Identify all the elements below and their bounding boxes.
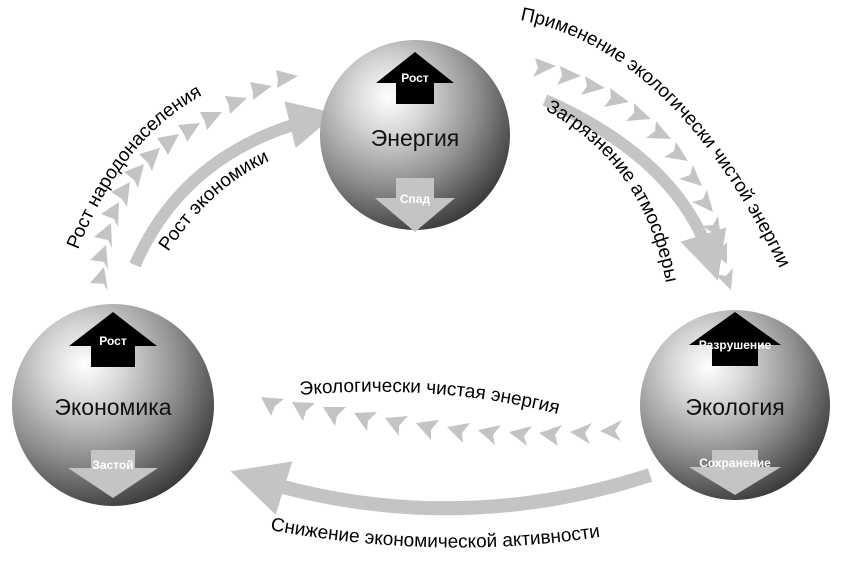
economy-up-arrow: Рост bbox=[69, 312, 157, 367]
economy-sphere bbox=[12, 304, 214, 506]
energy-sphere bbox=[320, 40, 510, 230]
population-growth-arrow bbox=[90, 70, 298, 291]
economy-node: Рост Экономика Застой bbox=[12, 304, 214, 506]
clean-energy-arrow bbox=[261, 397, 622, 446]
ecology-down-label: Сохранение bbox=[699, 456, 771, 470]
economy-down-arrow: Застой bbox=[68, 450, 158, 498]
energy-node: Рост Энергия Спад bbox=[320, 40, 510, 232]
ecology-node: Разрушение Экология Сохранение bbox=[640, 310, 830, 500]
ecology-label: Экология bbox=[685, 394, 784, 420]
energy-down-label: Спад bbox=[400, 192, 431, 206]
activity-decline-label: Снижение экономической активности bbox=[269, 514, 601, 552]
air-pollution-label: Загрязнение атмосферы bbox=[543, 96, 682, 284]
economy-up-label: Рост bbox=[99, 334, 127, 348]
energy-up-arrow: Рост bbox=[376, 52, 454, 104]
energy-label: Энергия bbox=[371, 125, 460, 151]
ecology-up-arrow: Разрушение bbox=[689, 312, 781, 366]
ecology-up-label: Разрушение bbox=[699, 338, 772, 352]
activity-decline-arrow bbox=[230, 461, 653, 516]
air-pollution-arrow bbox=[542, 94, 727, 281]
energy-down-arrow: Спад bbox=[375, 178, 455, 232]
economy-down-label: Застой bbox=[92, 458, 133, 472]
ecology-sphere bbox=[640, 310, 830, 500]
energy-up-label: Рост bbox=[401, 71, 429, 85]
ecology-down-arrow: Сохранение bbox=[689, 450, 781, 495]
economic-growth-arrow bbox=[129, 101, 337, 268]
economy-label: Экономика bbox=[54, 394, 171, 420]
